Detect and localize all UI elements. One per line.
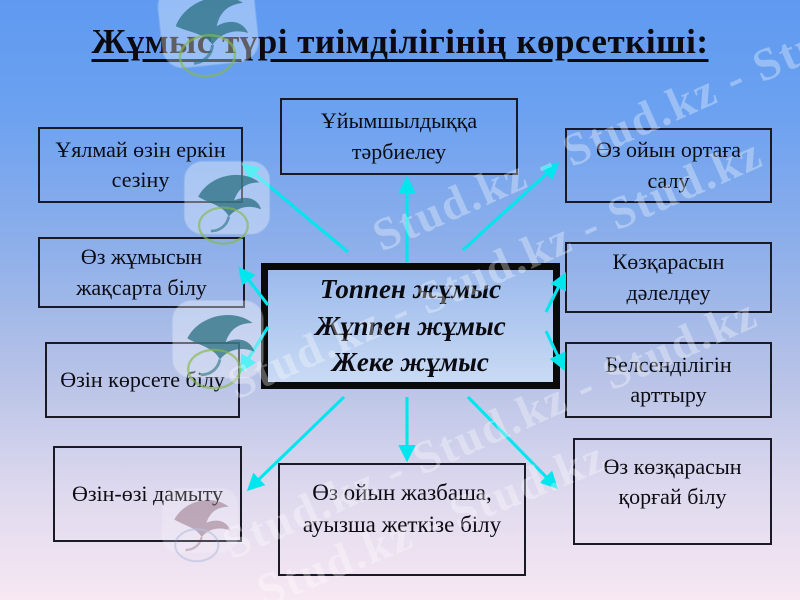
- box-lower-right: Белсенділігін арттыру: [565, 342, 772, 418]
- box-mid-right: Көзқарасын дәлелдеу: [565, 242, 772, 313]
- box-bottom-right: Өз көзқарасын қорғай білу: [573, 438, 772, 545]
- box-mid-left: Өз жұмысын жақсарта білу: [38, 237, 245, 308]
- arrow-to-top-right: [461, 162, 560, 252]
- slide-title: Жұмыс түрі тиімділігінің көрсеткіші:: [91, 22, 709, 61]
- box-top-right: Өз ойын ортаға салу: [565, 128, 772, 203]
- center-box-line-1: Топпен жұмыс: [319, 274, 502, 305]
- box-bottom-center: Өз ойын жазбаша, ауызша жеткізе білу: [278, 463, 526, 576]
- box-bottom-center-label: Өз ойын жазбаша, ауызша жеткізе білу: [302, 480, 502, 537]
- box-mid-right-label: Көзқарасын дәлелдеу: [612, 249, 725, 305]
- box-top-left: Ұялмай өзін еркін сезіну: [38, 127, 243, 203]
- center-box-line-2: Жұппен жұмыс: [315, 310, 506, 341]
- box-mid-left-label: Өз жұмысын жақсарта білу: [76, 244, 207, 300]
- box-lower-left: Өзін көрсете білу: [45, 342, 240, 418]
- box-bottom-right-label: Өз көзқарасын қорғай білу: [603, 454, 742, 510]
- box-top-left-label: Ұялмай өзін еркін сезіну: [55, 136, 226, 192]
- arrow-to-top-left: [241, 163, 349, 254]
- box-lower-right-label: Белсенділігін арттыру: [605, 351, 732, 407]
- center-box-line-3: Жеке жұмыс: [332, 347, 489, 378]
- box-top-right-label: Өз ойын ортаға салу: [595, 137, 742, 193]
- box-lower-left-label: Өзін көрсете білу: [60, 366, 225, 392]
- box-bottom-left: Өзін-өзі дамыту: [53, 446, 242, 542]
- center-box: Топпен жұмыс Жұппен жұмыс Жеке жұмыс: [261, 263, 560, 389]
- box-top-center: Ұйымшылдыққа тәрбиелеу: [280, 98, 518, 175]
- box-bottom-left-label: Өзін-өзі дамыту: [71, 480, 224, 506]
- box-top-center-label: Ұйымшылдыққа тәрбиелеу: [320, 108, 478, 164]
